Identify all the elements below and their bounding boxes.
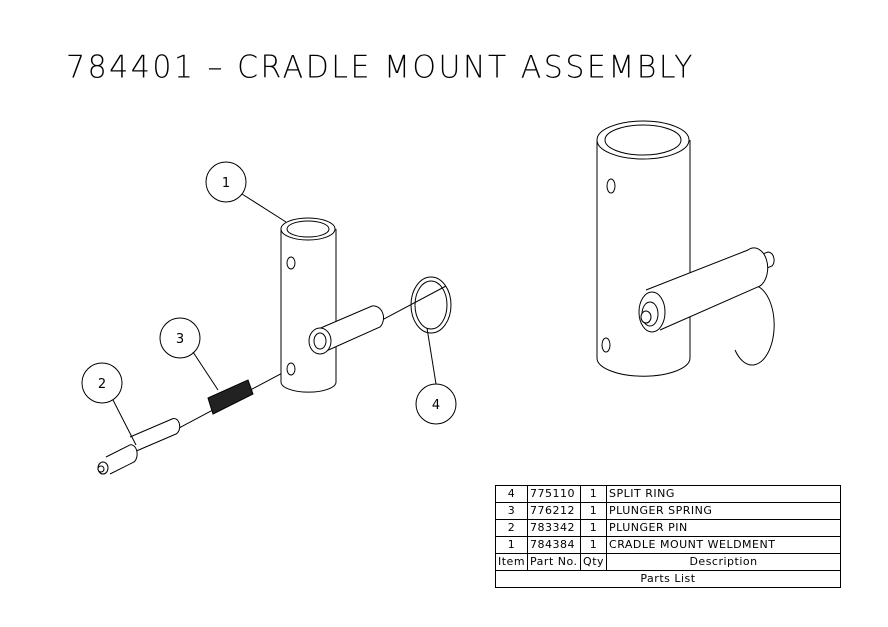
- qty-cell: 1: [580, 485, 608, 503]
- part-no-cell: 783342: [527, 519, 582, 537]
- plunger-pin-part: [97, 418, 181, 475]
- svg-text:1: 1: [222, 176, 230, 191]
- leader-3: [192, 351, 219, 391]
- description-cell: SPLIT RING: [606, 485, 842, 503]
- description-cell: PLUNGER PIN: [606, 519, 842, 537]
- part-no-cell: 784384: [527, 536, 582, 554]
- caption-row: Parts List: [494, 570, 842, 588]
- split-ring-part: [410, 276, 452, 334]
- part-no-cell: 775110: [527, 485, 582, 503]
- qty-cell: 1: [580, 519, 608, 537]
- header-qty: Qty: [580, 553, 608, 571]
- leader-4: [426, 327, 437, 385]
- header-part-no: Part No.: [527, 553, 582, 571]
- description-cell: PLUNGER SPRING: [606, 502, 842, 520]
- part-no-cell: 776212: [527, 502, 582, 520]
- svg-text:3: 3: [176, 332, 184, 347]
- header-description: Description: [606, 553, 842, 571]
- balloon-1: 1: [205, 161, 247, 203]
- parts-list-caption: Parts List: [494, 570, 842, 588]
- balloon-2: 2: [81, 362, 123, 404]
- drawing-title: 784401 – CRADLE MOUNT ASSEMBLY: [66, 49, 695, 86]
- item-cell: 1: [494, 536, 529, 554]
- plunger-spring-part: [207, 379, 254, 415]
- leader-2: [112, 399, 137, 446]
- header-item: Item: [494, 553, 529, 571]
- cradle-weldment-part: [280, 217, 384, 393]
- item-cell: 2: [494, 519, 529, 537]
- svg-text:4: 4: [432, 398, 440, 413]
- balloon-3: 3: [159, 317, 201, 359]
- balloon-4: 4: [415, 383, 457, 425]
- leader-1: [241, 193, 287, 223]
- item-cell: 4: [494, 485, 529, 503]
- qty-cell: 1: [580, 502, 608, 520]
- item-cell: 3: [494, 502, 529, 520]
- svg-text:2: 2: [98, 377, 106, 392]
- qty-cell: 1: [580, 536, 608, 554]
- assembled-view: [596, 120, 775, 377]
- description-cell: CRADLE MOUNT WELDMENT: [606, 536, 842, 554]
